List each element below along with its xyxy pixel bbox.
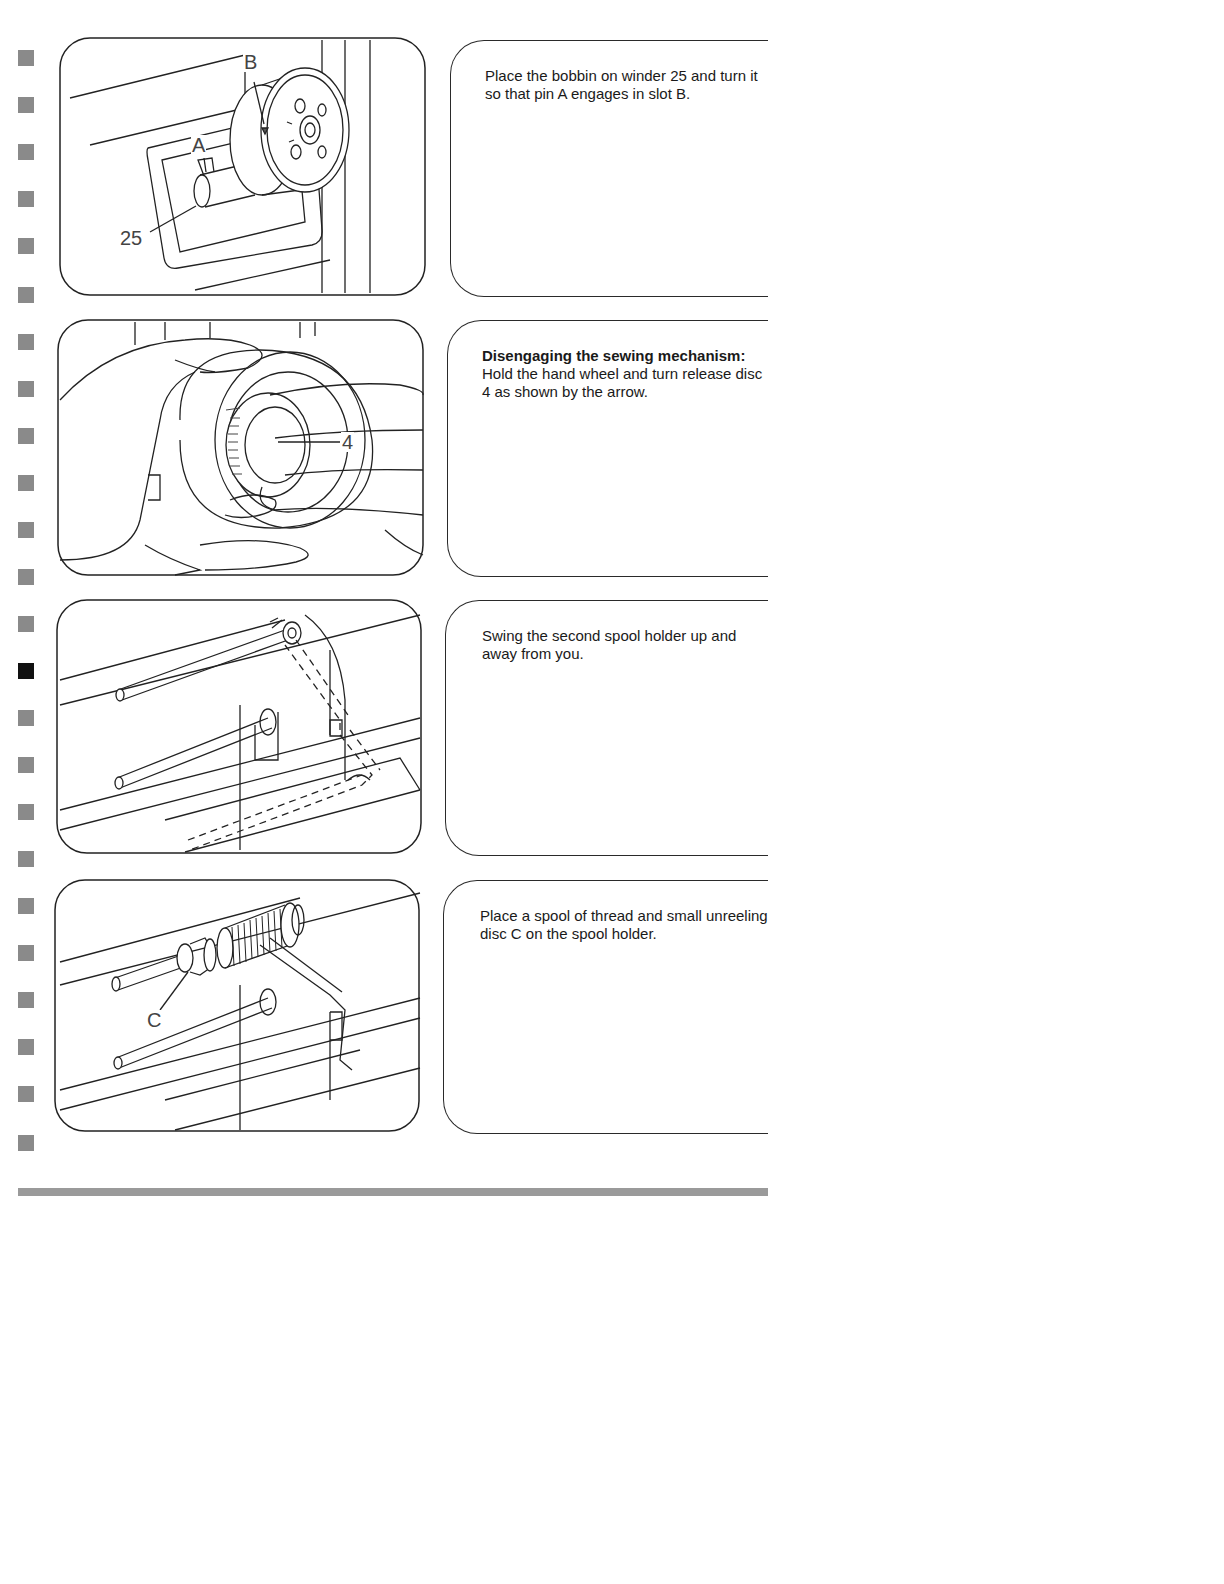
binding-marks	[18, 50, 34, 1151]
part-letter: A	[191, 135, 206, 155]
part-letter: B	[243, 52, 258, 72]
step-heading: Disengaging the sewing mechanism:	[482, 347, 770, 365]
text-panel: Place a spool of thread and small unreel…	[443, 880, 768, 1134]
text-panel: Place the bobbin on winder 25 and turn i…	[450, 40, 768, 297]
part-letter: C	[146, 1010, 162, 1030]
step-text: Swing the second spool holder up and awa…	[482, 627, 770, 663]
step-text: Place a spool of thread and small unreel…	[480, 907, 768, 943]
callout-number: 25	[119, 228, 143, 248]
step-text: Place the bobbin on winder 25 and turn i…	[485, 67, 773, 103]
step-text: Hold the hand wheel and turn release dis…	[482, 365, 770, 401]
text-panel: Disengaging the sewing mechanism:Hold th…	[447, 320, 768, 577]
callout-number: 4	[341, 432, 354, 452]
bottom-bar	[18, 1188, 768, 1196]
text-panel: Swing the second spool holder up and awa…	[445, 600, 768, 856]
